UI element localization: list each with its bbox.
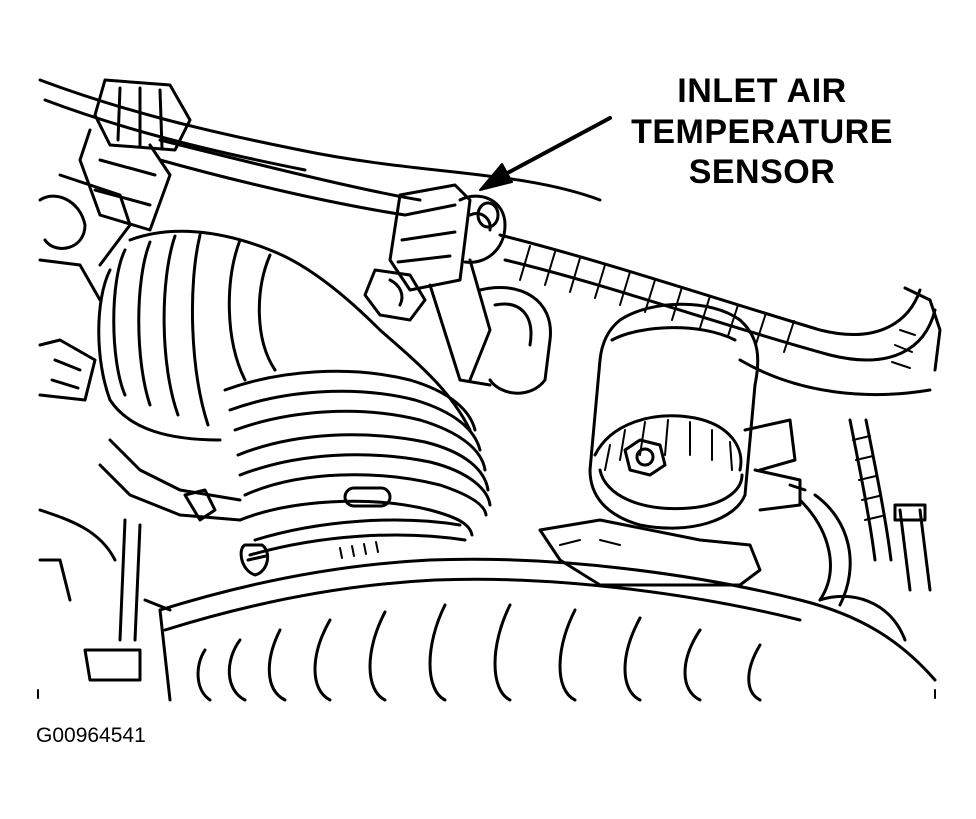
frame-ticks xyxy=(37,689,936,699)
figure-id-label: G00964541 xyxy=(36,724,146,747)
canister-filter xyxy=(538,302,807,587)
inlet-air-temperature-sensor xyxy=(363,183,552,395)
callout-label-line-1: INLET AIR xyxy=(677,72,847,110)
air-cleaner-housing xyxy=(158,557,937,702)
air-intake-hose xyxy=(97,229,492,577)
left-connector xyxy=(38,78,192,402)
upper-harness-hoses xyxy=(38,78,942,397)
callout-arrow xyxy=(479,116,612,191)
callout-label-line-2: TEMPERATURE xyxy=(631,113,893,151)
lower-left-hoses xyxy=(38,438,242,682)
callout-label-line-3: SENSOR xyxy=(688,153,836,191)
right-lower-harness xyxy=(798,418,932,642)
